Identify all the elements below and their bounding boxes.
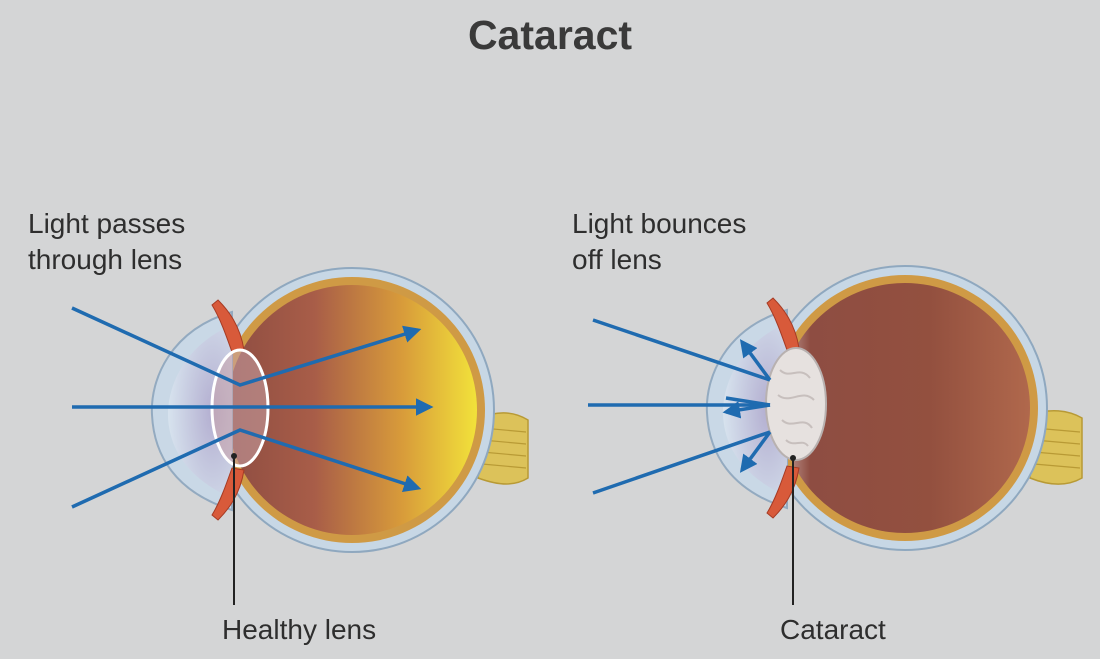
cataract-eye-caption-line2: off lens [572,244,662,275]
cataract-light-rays [588,318,772,495]
vitreous-right [780,283,1030,533]
ray-top-right [592,318,771,382]
cataract-eye-caption-line1: Light bounces [572,208,747,239]
vitreous-left [227,285,477,535]
healthy-eye-caption-line1: Light passes [28,208,186,239]
cataract-eye-caption: Light bounces off lens [572,206,746,278]
healthy-eye-caption-line2: through lens [28,244,183,275]
anterior-chamber-right [723,323,787,496]
cataract-label: Cataract [780,614,886,645]
ray-bottom-right [592,430,771,495]
iris-lower-right [766,465,800,519]
healthy-eye-caption: Light passes through lens [28,206,185,278]
cataract-clouding [777,369,815,447]
page-title: Cataract [467,12,633,58]
ray-top-left [71,306,422,387]
healthy-lens-label: Healthy lens [222,614,377,645]
cataract-eye [588,265,1083,605]
healthy-light-rays [71,306,434,509]
iris-lower-left [211,467,245,521]
ray-bottom-left [71,428,422,509]
healthy-eye [71,267,529,605]
